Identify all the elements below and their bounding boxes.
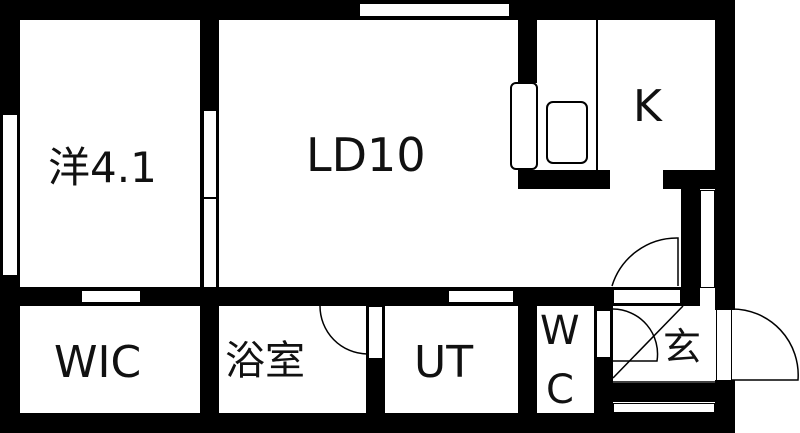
room-label-kitchen: K	[633, 81, 662, 132]
sliding-door-western-ld	[203, 110, 217, 198]
outer-wall-right-upper	[715, 0, 735, 310]
room-label-ut: UT	[414, 337, 474, 388]
door-entrance-ld	[613, 289, 681, 304]
kitchen-divider-line	[596, 20, 598, 170]
window-top-ld	[359, 3, 510, 17]
room-label-wc-c: C	[546, 367, 574, 413]
wall-kitchen-left	[518, 0, 537, 83]
window-left-western	[2, 114, 18, 276]
shoe-cabinet-slot	[700, 190, 715, 288]
wall-entrance-bottom	[594, 383, 729, 402]
door-front	[716, 309, 732, 381]
kitchen-counter-base	[518, 170, 610, 189]
entrance-step	[613, 403, 715, 413]
door-wc	[596, 310, 611, 358]
room-label-wic: WIC	[54, 337, 142, 388]
sink-icon	[546, 101, 588, 164]
wall-ut-wc	[518, 287, 537, 433]
fridge-icon	[510, 82, 538, 170]
room-label-wc-w: W	[540, 308, 580, 354]
wall-wic-bath	[200, 287, 219, 433]
door-wic	[81, 290, 141, 303]
room-label-bath: 浴室	[225, 338, 305, 384]
door-ut	[448, 290, 514, 303]
room-label-entrance: 玄	[663, 325, 702, 369]
door-bath	[368, 306, 383, 359]
wall-entrance-upper	[681, 170, 700, 305]
room-label-ld: LD10	[306, 128, 426, 182]
room-label-western: 洋4.1	[48, 143, 157, 192]
outer-wall-bottom	[0, 413, 720, 433]
